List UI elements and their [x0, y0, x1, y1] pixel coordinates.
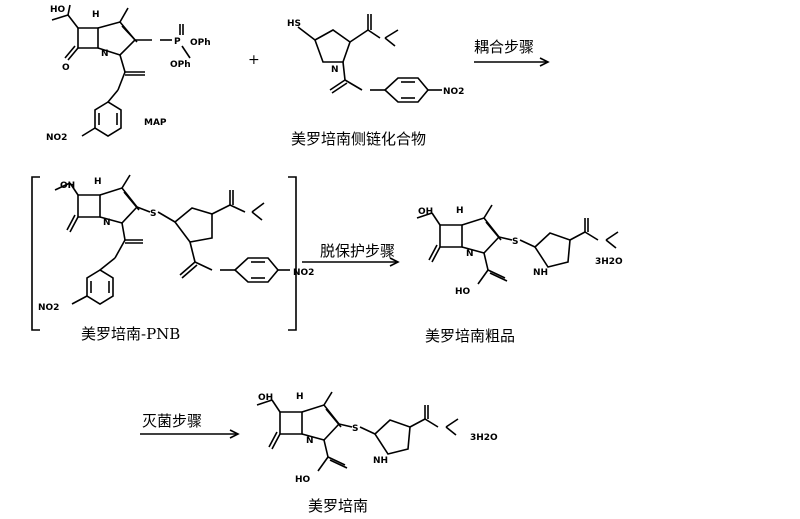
side-atom-no2: NO2 — [443, 87, 464, 97]
final-atom-nh: NH — [373, 456, 388, 466]
crude-atom-n: N — [466, 249, 474, 259]
map-atom-oh: HO — [50, 5, 66, 15]
map-atom-h: H — [92, 10, 100, 20]
pnb-atom-oh: OH — [60, 181, 75, 191]
crude-atom-h: H — [456, 206, 464, 216]
arrow-coupling — [474, 57, 550, 67]
side-atom-hs: HS — [287, 19, 301, 29]
final-atom-s: S — [352, 424, 358, 434]
side-chain-structure — [297, 14, 442, 103]
map-atom-no2: NO2 — [46, 133, 67, 143]
step-deprotection-label: 脱保护步骤 — [320, 242, 396, 260]
final-atom-hydrate: 3H2O — [470, 433, 498, 443]
pnb-atom-no2b: NO2 — [38, 303, 59, 313]
arrow-sterilization — [140, 429, 240, 439]
map-structure — [51, 4, 191, 137]
final-atom-ho: HO — [295, 475, 311, 485]
pnb-atom-s: S — [150, 209, 156, 219]
crude-structure — [416, 204, 619, 285]
final-atom-h: H — [296, 392, 304, 402]
map-label: MAP — [144, 118, 167, 128]
pnb-atom-no2a: NO2 — [293, 268, 314, 278]
step-sterilization-label: 灭菌步骤 — [142, 412, 203, 430]
map-atom-n: N — [101, 49, 109, 59]
map-atom-oph2: OPh — [170, 60, 191, 70]
arrow-deprotection — [302, 257, 400, 267]
crude-atom-s: S — [512, 237, 518, 247]
plus-sign: + — [248, 52, 260, 68]
pnb-atom-n: N — [103, 218, 111, 228]
crude-atom-hydrate: 3H2O — [595, 257, 623, 267]
final-atom-oh: OH — [258, 393, 273, 403]
map-atom-o: O — [62, 63, 70, 73]
step-coupling-label: 耦合步骤 — [474, 38, 535, 56]
final-name: 美罗培南 — [308, 497, 369, 515]
crude-atom-nh: NH — [533, 268, 548, 278]
final-structure — [256, 391, 459, 472]
map-atom-oph1: OPh — [190, 38, 211, 48]
map-atom-p: P — [174, 37, 181, 47]
crude-atom-ho: HO — [455, 287, 471, 297]
crude-atom-oh: OH — [418, 207, 433, 217]
side-atom-n: N — [331, 65, 339, 75]
pnb-atom-h: H — [94, 177, 102, 187]
final-atom-n: N — [306, 436, 314, 446]
side-chain-name: 美罗培南侧链化合物 — [291, 130, 427, 148]
crude-name: 美罗培南粗品 — [425, 327, 516, 345]
pnb-name: 美罗培南-PNB — [81, 325, 181, 343]
pnb-structure — [31, 174, 297, 331]
